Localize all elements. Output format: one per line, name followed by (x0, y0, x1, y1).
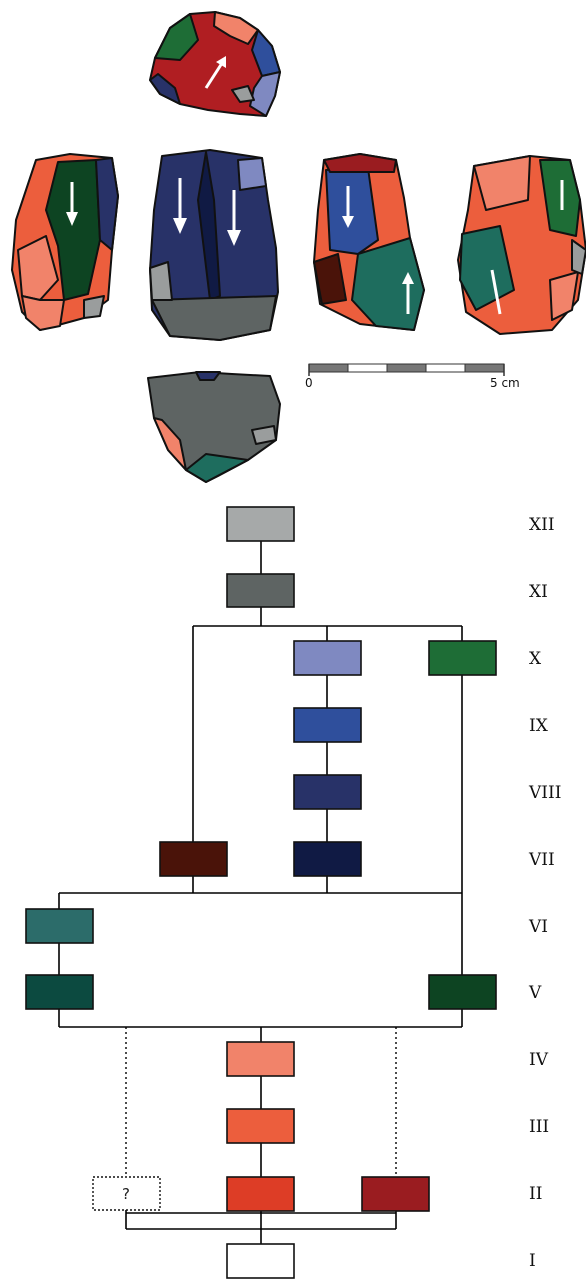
dotted-connectors (125, 1027, 397, 1177)
scale-seg-1 (308, 363, 349, 373)
box-ii-unknown: ? (92, 1176, 161, 1211)
core-bottom-view (147, 371, 281, 483)
phase-label-x: X (529, 649, 542, 669)
phase-label-ix: IX (529, 716, 549, 736)
scale-seg-4 (425, 363, 466, 373)
scale-bar: 0 5 cm (305, 363, 520, 390)
phase-label-ii: II (529, 1184, 542, 1204)
box-vi (25, 908, 94, 944)
phase-labels: XII XI X IX VIII VII VI V IV III II I (528, 515, 561, 1271)
phase-label-v: V (528, 983, 542, 1003)
phase-boxes (25, 506, 497, 1279)
box-x-center (293, 640, 362, 676)
phase-label-i: I (529, 1251, 536, 1271)
phase-label-vii: VII (528, 850, 555, 870)
box-viii (293, 774, 362, 810)
box-ii-right (361, 1176, 430, 1212)
box-iii (226, 1108, 295, 1144)
scale-seg-2 (347, 363, 388, 373)
box-v-right (428, 974, 497, 1010)
scale-seg-5 (464, 363, 505, 373)
core-side-view-1 (11, 153, 119, 331)
core-side-view-3 (457, 155, 586, 335)
phase-label-viii: VIII (528, 783, 561, 803)
core-front-view (149, 149, 279, 341)
box-v-left (25, 974, 94, 1010)
box-i (226, 1243, 295, 1279)
scale-seg-3 (386, 363, 427, 373)
box-vii-left (159, 841, 228, 877)
box-x-right (428, 640, 497, 676)
scale-label-start: 0 (305, 376, 313, 390)
phase-label-xii: XII (529, 515, 555, 535)
box-ii-center (226, 1176, 295, 1212)
box-xi (226, 573, 295, 608)
box-vii-center (293, 841, 362, 877)
box-ii-unknown-label: ? (122, 1185, 130, 1203)
phase-label-iv: IV (529, 1050, 549, 1070)
core-top-view (149, 11, 281, 117)
phase-label-xi: XI (529, 582, 548, 602)
phase-label-vi: VI (528, 917, 548, 937)
box-ix (293, 707, 362, 743)
core-side-view-2 (313, 153, 425, 331)
box-iv (226, 1041, 295, 1077)
box-ii-unknown-frame (92, 1176, 161, 1211)
phase-label-iii: III (529, 1117, 549, 1137)
scale-label-end: 5 cm (490, 376, 520, 390)
box-xii (226, 506, 295, 542)
